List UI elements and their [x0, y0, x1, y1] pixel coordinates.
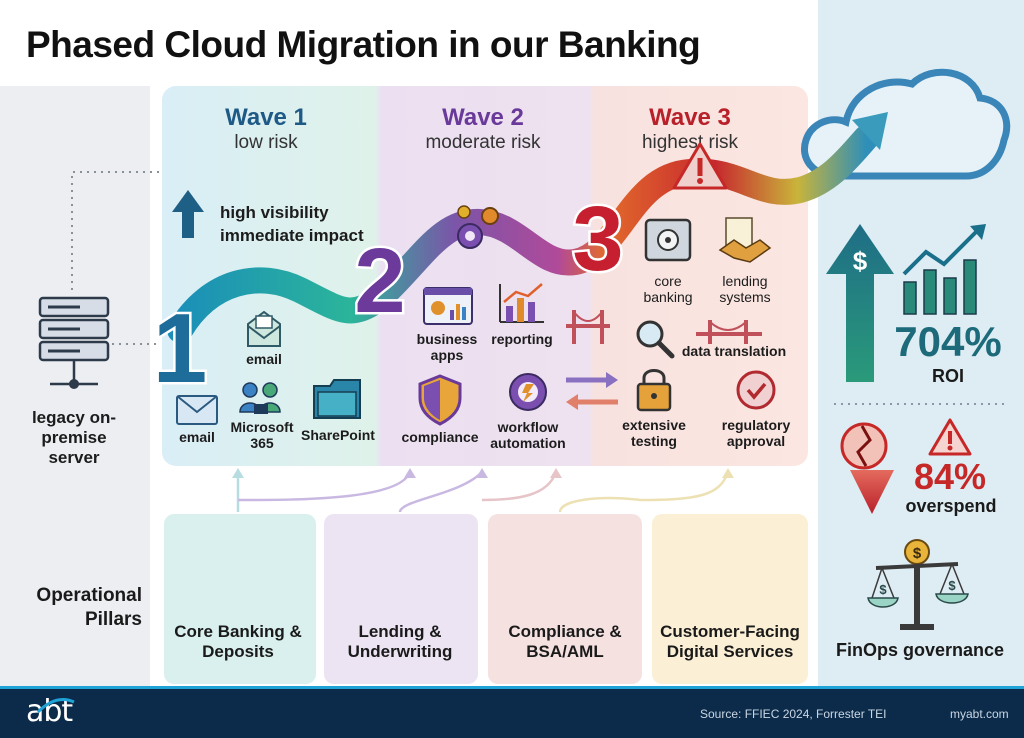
vault-icon: [644, 218, 692, 262]
pillar-core-banking: [164, 514, 316, 684]
reporting-chart-icon: [499, 283, 544, 323]
magnifier-icon: [636, 320, 675, 359]
svg-text:$: $: [853, 246, 868, 276]
sharepoint-folder-icon: [313, 379, 361, 419]
wave-3-heading: Wave 3 highest risk: [642, 104, 738, 154]
source-citation: Source: FFIEC 2024, Forrester TEI: [700, 707, 887, 721]
exchange-arrows-icon: [566, 372, 618, 410]
core-banking-label: core banking: [643, 273, 693, 305]
pillar-lending-label: Lending & Underwriting: [347, 622, 453, 662]
svg-text:$: $: [948, 578, 956, 593]
microsoft365-label: Microsoft 365: [230, 419, 294, 451]
roi-value: 704%: [894, 318, 1002, 365]
handshake-icon: [718, 217, 772, 263]
footer: [0, 688, 1024, 738]
wave-3-risk: highest risk: [641, 132, 739, 153]
wave-2-heading: Wave 2 moderate risk: [425, 104, 540, 154]
svg-text:$: $: [913, 545, 922, 562]
abt-swoosh-icon: [36, 698, 75, 714]
data-translation-bridge-icon: [696, 320, 762, 344]
lending-systems-label: lending systems: [719, 273, 771, 305]
pillar-compliance: [488, 514, 642, 684]
overspend-value: 84%: [913, 456, 987, 497]
email-top-label: email: [246, 351, 282, 367]
broken-coin-down-arrow-icon: [840, 422, 894, 514]
finops-governance-label: FinOps governance: [835, 640, 1005, 660]
overspend-label: overspend: [905, 496, 997, 516]
bridge-icon: [566, 310, 610, 344]
reporting-label: reporting: [491, 331, 553, 347]
footer-accent-bar: [0, 686, 1024, 689]
migration-flow-arrow: [167, 125, 879, 343]
pillar-core-banking-label: Core Banking & Deposits: [174, 622, 302, 662]
legacy-server-label: legacy on-premise server: [31, 408, 117, 468]
pillar-digital-services: [652, 514, 808, 684]
pillar-lending: [324, 514, 478, 684]
high-visibility-arrow-icon: [172, 190, 204, 238]
wave-2-risk: moderate risk: [425, 132, 541, 153]
legacy-server-icon: [38, 296, 110, 389]
wave-1-title: Wave 1: [225, 104, 307, 131]
wave-3-title: Wave 3: [649, 104, 731, 131]
page-title: Phased Cloud Migration in our Banking: [26, 24, 701, 65]
business-apps-label: business apps: [416, 331, 478, 363]
migration-arrowhead: [852, 112, 888, 150]
immediate-impact-line: immediate impact: [220, 225, 364, 245]
gears-icon: [457, 205, 499, 249]
dollar-up-arrow-icon: $: [826, 224, 894, 382]
workflow-automation-icon: [509, 373, 547, 411]
pillar-digital-services-label: Customer-Facing Digital Services: [660, 622, 800, 662]
finops-balance-icon: $ $ $: [867, 539, 969, 630]
data-translation-label: data translation: [681, 343, 787, 359]
email-label: email: [179, 429, 215, 445]
operational-pillars-heading: Operational Pillars: [36, 585, 142, 630]
wave-2-title: Wave 2: [442, 104, 524, 131]
growth-chart-icon: [902, 224, 986, 315]
sharepoint-label: SharePoint: [301, 427, 375, 443]
wave-1-heading: Wave 1 low risk: [225, 104, 307, 154]
site-link[interactable]: myabt.com: [950, 707, 1009, 721]
pillar-compliance-label: Compliance & BSA/AML: [508, 622, 622, 662]
abt-logo[interactable]: abt: [26, 694, 75, 734]
approval-seal-icon: [736, 370, 776, 410]
email-icon: [176, 395, 218, 425]
regulatory-approval-label: regulatory approval: [721, 417, 791, 449]
wave-1-risk: low risk: [234, 132, 298, 153]
compliance-label: compliance: [401, 429, 479, 445]
email-open-icon: [247, 310, 281, 347]
high-visibility-line: high visibility: [220, 203, 329, 222]
workflow-automation-label: workflow automation: [490, 419, 566, 451]
warning-icon: [672, 142, 728, 190]
step-number-2: 2: [354, 230, 405, 332]
svg-text:$: $: [879, 582, 887, 597]
step-number-1: 1: [153, 293, 208, 403]
overspend-warning-icon: [928, 418, 972, 456]
extensive-testing-label: extensive testing: [622, 417, 686, 449]
compliance-shield-icon: [418, 374, 462, 426]
padlock-icon: [636, 369, 672, 412]
legacy-connector-top: [71, 171, 160, 290]
high-visibility-text: high visibility immediate impact: [220, 202, 364, 248]
step-number-3: 3: [572, 188, 623, 290]
roi-label: ROI: [931, 366, 964, 386]
business-apps-icon: [423, 287, 473, 325]
pillar-connectors: [232, 468, 734, 513]
microsoft365-people-icon: [239, 382, 281, 414]
